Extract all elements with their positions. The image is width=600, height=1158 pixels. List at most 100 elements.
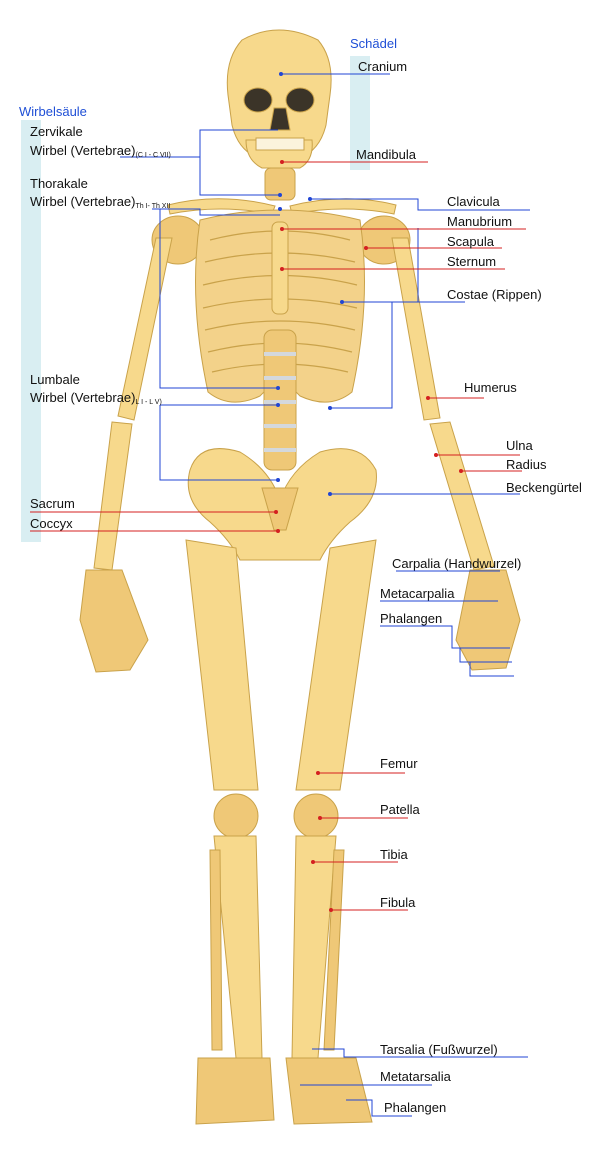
disc <box>264 400 296 404</box>
bones <box>79 29 521 1125</box>
group-label-spine: Wirbelsäule <box>19 104 87 119</box>
label-lumbar-main: Wirbel (Vertebrae) <box>30 390 136 405</box>
dot-femur <box>316 771 320 775</box>
forearm-right <box>429 421 495 571</box>
leader-thoracic <box>152 208 280 389</box>
leader-phalangen-hand <box>380 625 514 677</box>
dot-fibula <box>329 908 333 912</box>
dot-sternum <box>280 267 284 271</box>
teeth <box>255 137 305 151</box>
leader-tarsalia <box>312 1048 528 1058</box>
skull-bracket-bar <box>350 56 370 170</box>
label-lumbar-range: L I - L V) <box>135 399 162 406</box>
leader-lines-blue <box>120 73 530 1117</box>
femur-right <box>295 539 377 791</box>
humerus-right <box>391 237 441 421</box>
eye-socket-right <box>285 87 315 113</box>
femur-left <box>185 539 259 791</box>
fibula-right <box>323 849 345 1051</box>
leader-clavicula <box>310 198 530 211</box>
disc <box>264 376 296 380</box>
leader-phalangen-foot <box>346 1099 412 1117</box>
label-tibia: Tibia <box>380 847 408 862</box>
label-metatarsalia: Metatarsalia <box>380 1069 451 1084</box>
dot-ulna <box>434 453 438 457</box>
label-cervical-main: Wirbel (Vertebrae) <box>30 143 136 158</box>
leader-lines-red <box>30 161 526 911</box>
label-manubrium: Manubrium <box>447 214 513 229</box>
dot-pelvis <box>328 492 332 496</box>
dot-humerus <box>426 396 430 400</box>
label-clavicula: Clavicula <box>447 194 500 209</box>
dot-cervical <box>278 193 282 197</box>
dot-coccyx <box>276 529 280 533</box>
leader-cervical <box>120 129 280 196</box>
dot-sacrum <box>274 510 278 514</box>
leader-lumbar <box>159 404 278 481</box>
dot-lumbar-2 <box>276 403 280 407</box>
sternum-bone <box>271 221 289 315</box>
label-cervical-line1: Zervikale <box>30 124 83 139</box>
label-femur: Femur <box>380 756 418 771</box>
forearm-left <box>93 421 133 571</box>
dot-scapula <box>364 246 368 250</box>
humerus-left <box>117 237 173 421</box>
patella-right <box>293 793 339 839</box>
label-thoracic-line2: Wirbel (Vertebrae)Th I- Th XII <box>30 194 170 215</box>
label-thoracic-range: Th I- Th XII <box>135 203 171 210</box>
label-coccyx: Coccyx <box>30 516 73 531</box>
label-mandibula: Mandibula <box>356 147 416 162</box>
group-label-skull: Schädel <box>350 36 397 51</box>
dot-costae-2 <box>328 406 332 410</box>
foot-left <box>195 1057 275 1125</box>
label-sternum: Sternum <box>447 254 497 269</box>
clavicle-right <box>289 198 397 215</box>
label-thoracic-line1: Thorakale <box>30 176 88 191</box>
label-thoracic-main: Wirbel (Vertebrae) <box>30 194 136 209</box>
intervertebral-discs <box>264 352 296 452</box>
dot-patella <box>318 816 322 820</box>
anchor-dots-blue <box>276 72 344 496</box>
fibula-left <box>209 849 223 1051</box>
skull-cranium <box>226 29 332 159</box>
sacrum-bone <box>261 487 299 531</box>
dot-tibia <box>311 860 315 864</box>
dot-lumbar-3 <box>276 478 280 482</box>
label-radius: Radius <box>506 457 547 472</box>
hand-left <box>79 569 149 673</box>
dot-thoracic <box>278 207 282 211</box>
leader-costae <box>330 228 465 409</box>
dot-clavicula <box>308 197 312 201</box>
label-cervical-line2: Wirbel (Vertebrae)(C I - C VII) <box>30 143 171 164</box>
rib <box>204 320 356 331</box>
label-ulna: Ulna <box>506 438 533 453</box>
label-phalangen-foot: Phalangen <box>384 1100 447 1115</box>
disc <box>264 352 296 356</box>
dot-lumbar-1 <box>276 386 280 390</box>
label-phalangen-hand: Phalangen <box>380 611 443 626</box>
cervical-vertebrae <box>264 167 296 201</box>
label-carpalia: Carpalia (Handwurzel) <box>392 556 522 571</box>
hand-right <box>455 569 521 671</box>
foot-right <box>285 1057 373 1125</box>
disc <box>264 448 296 452</box>
label-cranium: Cranium <box>358 59 408 74</box>
label-lumbar-line2: Wirbel (Vertebrae)L I - L V) <box>30 390 162 411</box>
label-scapula: Scapula <box>447 234 494 249</box>
label-metacarpalia: Metacarpalia <box>380 586 455 601</box>
label-tarsalia: Tarsalia (Fußwurzel) <box>380 1042 498 1057</box>
label-costae: Costae (Rippen) <box>447 287 542 302</box>
dot-cranium <box>279 72 283 76</box>
label-lumbar-line1: Lumbale <box>30 372 80 387</box>
patella-left <box>213 793 259 839</box>
label-cervical-range: (C I - C VII) <box>135 152 171 159</box>
label-patella: Patella <box>380 802 420 817</box>
dot-costae <box>340 300 344 304</box>
label-pelvis: Beckengürtel <box>506 480 582 495</box>
label-sacrum: Sacrum <box>30 496 75 511</box>
dot-mandibula <box>280 160 284 164</box>
anchor-dots-red <box>274 160 463 912</box>
spine-bracket-bar <box>21 120 41 542</box>
